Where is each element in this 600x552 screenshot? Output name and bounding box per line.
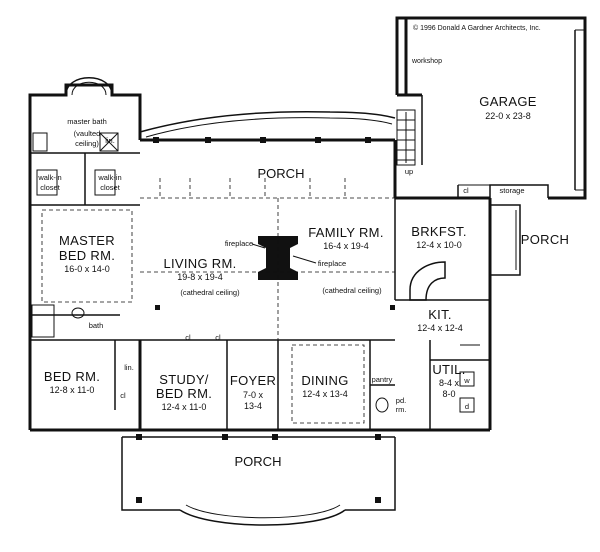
- fireplace-left-label: fireplace: [225, 239, 253, 248]
- bath-label: bath: [89, 321, 104, 330]
- cathedral-right-label: (cathedral ceiling): [322, 286, 382, 295]
- brkfst-name: BRKFST.: [411, 224, 467, 239]
- workshop-label: workshop: [411, 58, 442, 65]
- living-room-name: LIVING RM.: [163, 256, 236, 271]
- master-bed-dims: 16-0 x 14-0: [64, 264, 110, 274]
- living-room-dims: 19-8 x 19-4: [177, 272, 223, 282]
- storage-label: storage: [499, 186, 524, 195]
- master-bath-note1: (vaulted: [74, 129, 101, 138]
- dining-name: DINING: [301, 373, 348, 388]
- storage-cl-label: cl: [463, 186, 469, 195]
- copyright-text: © 1996 Donald A Gardner Architects, Inc.: [413, 24, 541, 32]
- master-suite-walls: [28, 77, 142, 206]
- foyer-dims1: 7-0 x: [243, 390, 264, 400]
- foyer-dims2: 13-4: [244, 401, 262, 411]
- hall-cl1-label: cl: [185, 333, 191, 342]
- walkin-left-line2: closet: [40, 183, 61, 192]
- lin-top-label: lin.: [105, 136, 115, 145]
- side-porch-structure: [490, 204, 521, 276]
- garage-name: GARAGE: [479, 94, 536, 109]
- washer-label: w: [463, 376, 470, 385]
- garage-structure: [395, 16, 587, 200]
- util-dims2: 8-0: [442, 389, 455, 399]
- fireplace-right-label: fireplace: [318, 259, 346, 268]
- bedroom-dims: 12-8 x 11-0: [50, 385, 95, 395]
- hall-cl2-label: cl: [215, 333, 221, 342]
- garage-dims: 22-0 x 23-8: [485, 111, 531, 121]
- kitchen-dims: 12-4 x 12-4: [417, 323, 463, 333]
- side-porch-label: PORCH: [521, 232, 569, 247]
- front-porch-structure: [121, 434, 396, 526]
- rear-porch-structure: [139, 110, 396, 199]
- bed-cl-label: cl: [120, 391, 126, 400]
- study-name1: STUDY/: [159, 372, 209, 387]
- dining-dims: 12-4 x 13-4: [302, 389, 348, 399]
- study-name2: BED RM.: [156, 386, 212, 401]
- family-room-dims: 16-4 x 19-4: [323, 241, 369, 251]
- bed-lin-label: lin.: [124, 363, 134, 372]
- master-bath-note2: ceiling): [75, 139, 99, 148]
- family-room-name: FAMILY RM.: [308, 225, 383, 240]
- kitchen-name: KIT.: [428, 307, 452, 322]
- walkin-right-line2: closet: [100, 183, 121, 192]
- util-name: UTIL.: [432, 362, 465, 377]
- walkin-right-line1: walk-in: [97, 173, 121, 182]
- brkfst-dims: 12-4 x 10-0: [416, 240, 462, 250]
- dryer-label: d: [465, 402, 469, 411]
- up-label: up: [405, 167, 413, 176]
- util-dims1: 8-4 x: [439, 378, 460, 388]
- walkin-left-line1: walk-in: [37, 173, 61, 182]
- pd-rm-line2: rm.: [396, 405, 407, 414]
- bedroom-name: BED RM.: [44, 369, 100, 384]
- master-bed-name2: BED RM.: [59, 248, 115, 263]
- pantry-label: pantry: [372, 375, 393, 384]
- rear-porch-label: PORCH: [258, 166, 305, 181]
- cathedral-left-label: (cathedral ceiling): [180, 288, 240, 297]
- pd-rm-line1: pd.: [396, 396, 406, 405]
- master-bed-name1: MASTER: [59, 233, 115, 248]
- master-bath-label: master bath: [67, 117, 107, 126]
- foyer-name: FOYER: [230, 373, 276, 388]
- main-walls: [28, 140, 492, 432]
- front-porch-label: PORCH: [235, 454, 282, 469]
- study-dims: 12-4 x 11-0: [162, 402, 207, 412]
